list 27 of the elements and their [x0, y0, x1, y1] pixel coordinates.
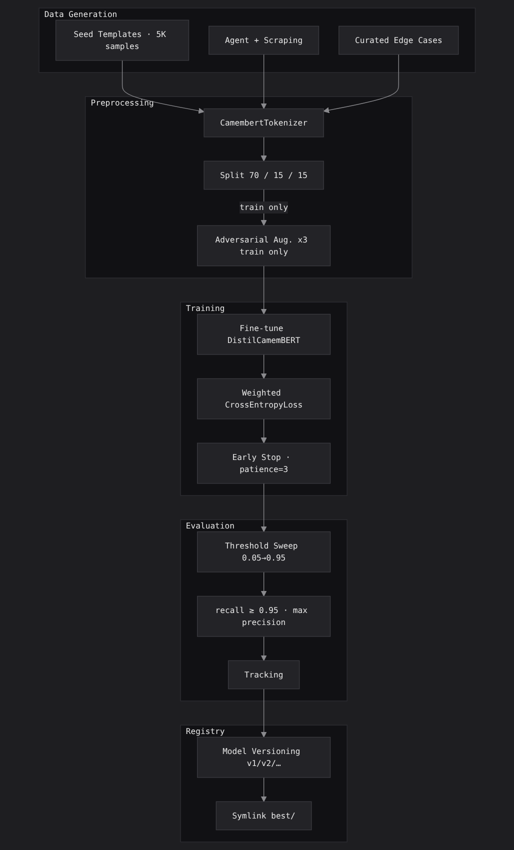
arrow: [260, 777, 267, 802]
arrow: [260, 418, 267, 444]
process-box: Early Stop · patience=3: [196, 442, 330, 484]
arrow: [260, 266, 267, 314]
process-box: Split 70 / 15 / 15: [204, 160, 324, 190]
arrow: [260, 636, 267, 661]
process-box: Threshold Sweep 0.05→0.95: [196, 531, 330, 572]
edge-label: train only: [239, 202, 288, 212]
arrow: [260, 54, 267, 110]
arrow: [323, 54, 399, 114]
process-box: Weighted CrossEntropyLoss: [196, 378, 330, 420]
arrow: [260, 136, 267, 162]
process-box: Agent + Scraping: [208, 26, 319, 55]
process-box: Symlink best/: [216, 801, 312, 830]
arrow: [122, 60, 204, 114]
process-box: Model Versioning v1/v2/…: [196, 736, 330, 778]
process-box: Curated Edge Cases: [338, 26, 459, 55]
process-box: CamembertTokenizer: [204, 108, 324, 138]
process-box: Adversarial Aug. x3 train only: [196, 225, 330, 266]
arrow: [260, 688, 267, 738]
process-box: Tracking: [228, 660, 300, 690]
arrow: [260, 483, 267, 532]
process-box: recall ≥ 0.95 · max precision: [196, 596, 330, 637]
process-box: Fine-tune DistilCamemBERT: [196, 314, 330, 355]
process-box: Seed Templates · 5K samples: [55, 20, 189, 61]
arrow: [260, 572, 267, 596]
arrow: [260, 354, 267, 379]
